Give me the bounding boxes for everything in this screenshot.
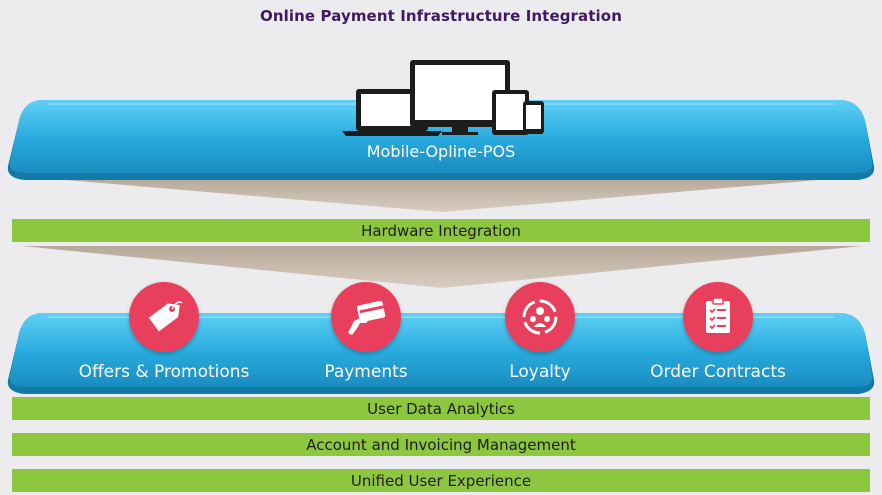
loyalty-people-icon [505,282,575,352]
funnel-upper [42,178,842,212]
clipboard-checklist-icon [683,282,753,352]
card-payment-icon [331,282,401,352]
unified-user-experience-bar: Unified User Experience [12,469,870,492]
diagram-title: Online Payment Infrastructure Integratio… [260,7,622,25]
user-data-analytics-bar: User Data Analytics [12,397,870,420]
funnel-lower [22,246,862,288]
tag-icon [129,282,199,352]
module-offers-promotions: Offers & Promotions [64,282,264,382]
module-label: Order Contracts [650,362,786,382]
devices-icon [342,60,544,136]
lower-platform-shape [7,313,875,394]
module-label: Payments [324,362,408,382]
account-invoicing-bar: Account and Invoicing Management [12,433,870,456]
module-order-contracts: Order Contracts [618,282,818,382]
module-loyalty: Loyalty [440,282,640,382]
hardware-integration-bar: Hardware Integration [12,219,870,242]
top-platform-label: Mobile-Opline-POS [366,142,516,161]
module-label: Loyalty [509,362,571,382]
module-payments: Payments [266,282,466,382]
top-platform-shape [7,100,875,180]
module-label: Offers & Promotions [78,362,250,382]
